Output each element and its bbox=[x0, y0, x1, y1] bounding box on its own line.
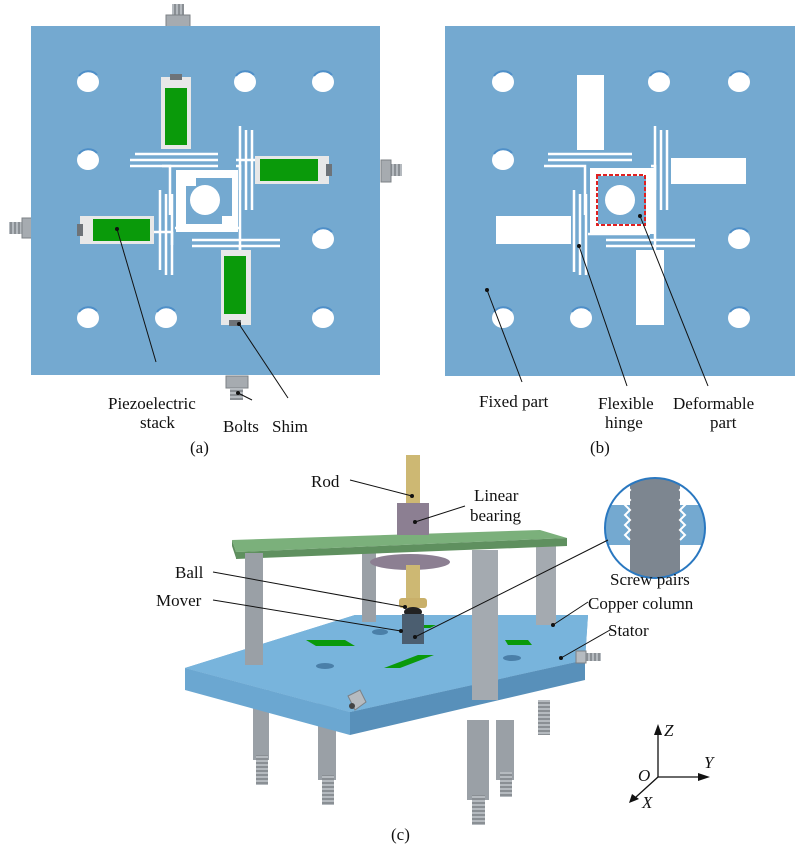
column-back-right bbox=[536, 545, 556, 625]
label-fixed-part: Fixed part bbox=[479, 392, 549, 411]
piezo-3d-front bbox=[384, 655, 434, 668]
bearing-flange bbox=[370, 554, 450, 570]
marker-rod bbox=[410, 494, 414, 498]
empty-slot-left bbox=[496, 216, 571, 244]
axis-z-label: Z bbox=[664, 721, 674, 740]
x-arrow-icon bbox=[629, 794, 639, 803]
label-part: part bbox=[710, 413, 737, 432]
axis-y-label: Y bbox=[704, 753, 715, 772]
marker-piezo bbox=[115, 227, 119, 231]
marker-mover bbox=[399, 629, 403, 633]
central-mover-a bbox=[176, 170, 238, 232]
panel-b: Fixed part Flexible hinge Deformable par… bbox=[445, 26, 795, 457]
leader-screw-pairs bbox=[414, 539, 609, 638]
leader-bolts bbox=[237, 392, 253, 401]
column-front-right bbox=[472, 550, 498, 700]
leader-stator bbox=[560, 629, 611, 659]
label-piezoelectric: Piezoelectric bbox=[108, 394, 196, 413]
screw-pairs-inset bbox=[604, 477, 706, 579]
top-plate bbox=[232, 530, 567, 559]
marker-screw-pairs bbox=[413, 635, 417, 639]
rod-upper bbox=[406, 455, 420, 510]
caption-b: (b) bbox=[590, 438, 610, 457]
marker-ball bbox=[403, 605, 407, 609]
axis-origin-label: O bbox=[638, 766, 650, 785]
flexure-slots-b bbox=[544, 126, 695, 275]
label-shim: Shim bbox=[272, 417, 308, 436]
marker-copper-column bbox=[551, 623, 555, 627]
caption-c: (c) bbox=[391, 825, 410, 844]
leader-shim bbox=[238, 323, 289, 399]
leader-copper-column bbox=[552, 601, 589, 626]
column-back-left bbox=[362, 550, 376, 622]
label-deformable: Deformable bbox=[673, 394, 754, 413]
empty-slot-right bbox=[671, 158, 746, 184]
bolt-bottom bbox=[225, 375, 249, 400]
rod-lower bbox=[406, 565, 420, 600]
stator-bolt-front bbox=[347, 689, 367, 711]
label-rod: Rod bbox=[311, 472, 340, 491]
caption-a: (a) bbox=[190, 438, 209, 457]
piezo-3d-right bbox=[505, 640, 532, 645]
marker-hinge bbox=[577, 244, 581, 248]
coordinate-axes: Z Y X O bbox=[629, 721, 715, 812]
mover bbox=[402, 614, 424, 644]
z-arrow-icon bbox=[654, 724, 662, 735]
axis-x-label: X bbox=[641, 793, 653, 812]
marker-fixed bbox=[485, 288, 489, 292]
label-linear: Linear bbox=[474, 486, 519, 505]
leader-mover bbox=[212, 599, 402, 632]
label-copper-column: Copper column bbox=[588, 594, 694, 613]
leader-fixed bbox=[486, 289, 523, 383]
label-ball: Ball bbox=[175, 563, 204, 582]
flexure-slots-a bbox=[130, 126, 280, 275]
label-mover: Mover bbox=[156, 591, 202, 610]
label-bearing: bearing bbox=[470, 506, 521, 525]
leader-bearing bbox=[414, 505, 466, 523]
marker-stator bbox=[559, 656, 563, 660]
leader-piezo bbox=[116, 228, 157, 363]
bolt-left bbox=[9, 217, 33, 239]
piezo-3d-left bbox=[306, 640, 355, 646]
piezo-stack-bottom bbox=[221, 250, 251, 326]
label-hinge: hinge bbox=[605, 413, 643, 432]
label-bolts: Bolts bbox=[223, 417, 259, 436]
central-mover-b bbox=[590, 168, 654, 234]
panel-c: Rod Linear bearing Ball Mover Screw pair… bbox=[156, 455, 715, 844]
empty-slot-top bbox=[577, 75, 604, 150]
piezo-stack-top bbox=[161, 74, 191, 149]
leader-ball bbox=[212, 571, 406, 608]
piezo-stack-right bbox=[255, 156, 332, 184]
marker-deformable bbox=[638, 214, 642, 218]
column-front-left bbox=[245, 553, 263, 665]
bolt-top bbox=[165, 4, 191, 28]
label-flexible: Flexible bbox=[598, 394, 654, 413]
empty-slot-bottom bbox=[636, 250, 664, 325]
bolt-right bbox=[380, 159, 402, 183]
leader-rod bbox=[349, 479, 413, 497]
stator-bolt-right bbox=[575, 650, 601, 664]
marker-bolts bbox=[236, 391, 240, 395]
deformable-part-highlight bbox=[596, 174, 646, 226]
marker-shim bbox=[237, 322, 241, 326]
leader-deformable bbox=[639, 215, 709, 387]
label-stator: Stator bbox=[608, 621, 649, 640]
y-arrow-icon bbox=[698, 773, 710, 781]
leader-hinge bbox=[578, 245, 628, 387]
marker-bearing bbox=[413, 520, 417, 524]
panel-a: Piezoelectric stack Bolts Shim (a) bbox=[9, 4, 402, 457]
label-stack: stack bbox=[140, 413, 175, 432]
label-screw-pairs: Screw pairs bbox=[610, 570, 690, 589]
